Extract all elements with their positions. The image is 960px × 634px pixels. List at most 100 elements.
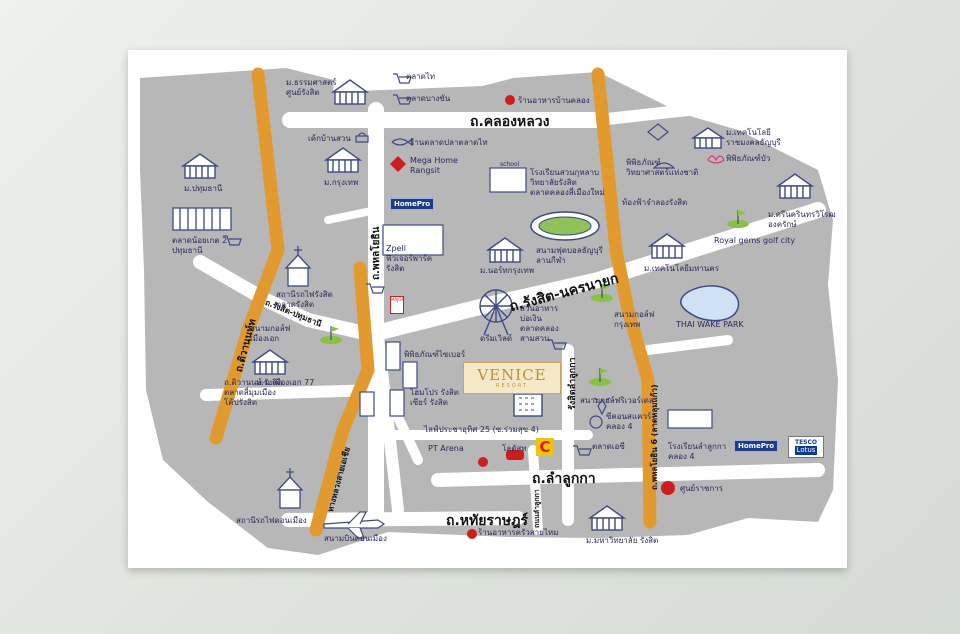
university-icon-rangsit <box>250 349 290 375</box>
place-label: ม.รังสิต <box>256 378 283 387</box>
church-icon-rangsit <box>284 246 312 287</box>
homepro-logo: HomePro <box>390 198 435 210</box>
museum-diamond-icon <box>647 123 669 141</box>
cart-icon-3 <box>223 235 242 246</box>
road-khlong-luang-ext <box>592 104 694 126</box>
university-icon-mahanakorn <box>647 233 687 259</box>
place-label: ร้านอาหารครัวสายไหม <box>478 528 559 537</box>
university-icon-rajamangala <box>690 127 726 149</box>
ferris-wheel-icon <box>479 289 513 336</box>
road-label-sukhaphiban: รังสิตลำลูกกา <box>568 357 578 410</box>
place-label: ตลาดน้อยเกต 2 ปทุมธานี <box>172 236 228 255</box>
university-icon-swu <box>775 173 815 199</box>
cart-icon-2 <box>393 94 412 105</box>
golf-icon-4 <box>727 210 749 228</box>
place-label: ไลฟ์ประชาอุทิศ 25 (ซ.ร่วมสุข 4) <box>424 425 539 434</box>
lake-shape <box>680 285 740 322</box>
place-label: สถานีรถไฟดอนเมือง <box>236 516 307 525</box>
tower-icon-d <box>389 389 405 417</box>
deer-icon <box>593 397 611 416</box>
cart-icon-4 <box>366 283 385 294</box>
road-hathairat <box>281 511 525 527</box>
place-label: สนามกอล์ฟ กรุงเทพ <box>614 310 655 329</box>
major-cineplex-logo: MAJOR <box>390 296 404 314</box>
place-label: ตลาดไท <box>406 72 436 81</box>
map-card: ถ.คลองหลวง ถ.รังสิต-นครนายก ถ.ลำลูกกา ถ.… <box>128 50 847 568</box>
place-label: สถานีรถไฟรังสิต ตลาดรังสิต <box>276 290 333 309</box>
road-rangsit-nakhonnayok <box>360 202 826 343</box>
tesco-lotus-logo: TESCO Lotus <box>788 436 824 458</box>
church-icon-donmueang <box>276 468 304 509</box>
road-right-link <box>643 335 733 355</box>
place-label: สนามบินดอนเมือง <box>324 534 387 543</box>
gov-pin-icon <box>661 481 675 495</box>
restaurant-pin-icon-1 <box>505 95 515 105</box>
golf-icons <box>320 210 749 386</box>
place-label: สวนอาหาร บ่อเงิน ตลาดคลอง สามสวน <box>520 304 559 343</box>
road-lam-luk-ka <box>431 463 825 487</box>
road-left-branch <box>370 314 404 516</box>
car-icon <box>506 450 524 460</box>
misc-icons <box>355 123 725 429</box>
tower-icon-c <box>359 391 375 417</box>
red-pin-icons <box>390 95 675 539</box>
place-label: ตลาดบางขัน <box>406 94 451 103</box>
place-label: ร้านอาหารบ้านคลอง <box>518 96 590 105</box>
stadium-icon <box>530 211 600 241</box>
place-label: ซีคอนสแควร์ คลอง 4 <box>606 412 652 431</box>
road-label-sub-vert: ถนนลำลูกกา <box>533 489 541 528</box>
place-label: ม.เทคโนโลยีมหานคร <box>644 264 719 273</box>
cake-icon <box>355 132 369 143</box>
airplane-icon <box>323 511 386 539</box>
place-label: เค้กบ้านสวน <box>308 134 351 143</box>
place-label: Mega Home Rangsit <box>410 156 458 175</box>
place-label: Zpell ฟิวเจอร์พาร์ค รังสิต <box>386 244 433 273</box>
place-label: โรงเรียนสวนกุหลาบ วิทยาลัยรังสิต ตลาดคลอ… <box>530 168 605 197</box>
road-label-phahonyothin: ถ.พหลโยธิน <box>371 226 382 280</box>
cart-icon-5 <box>573 445 592 456</box>
homepro-logo: HomePro <box>734 440 779 452</box>
place-label: ม.เทคโนโลยี ราชมงคลธัญบุรี <box>726 128 781 147</box>
place-label: สนามฟุตบอลธัญบุรี ลานกีฬา <box>536 246 603 265</box>
place-label: Royal gems golf city <box>714 236 796 245</box>
road-rangsit-pathum <box>193 255 380 342</box>
logo-title: VENICE <box>477 365 547 384</box>
place-label: THAI WAKE PARK <box>676 320 744 329</box>
place-label: สนามกอล์ฟริเวอร์เดล <box>580 396 654 405</box>
venice-resort-logo: VENICE RESORT <box>463 362 561 394</box>
road-upper-left <box>324 206 380 224</box>
tower-icon-zpell <box>382 224 444 256</box>
place-label: พิพิธภัณฑ์ วิทยาศาสตร์แห่งชาติ <box>626 158 699 177</box>
highway-middle <box>309 261 375 537</box>
place-label: ศูนย์ราชการ <box>680 484 724 493</box>
place-label: โรงเรียนลำลูกกา คลอง 4 <box>668 442 727 461</box>
road-label-hathairat: ถ.หทัยราษฎร์ <box>446 513 528 529</box>
market-building-icon <box>172 207 232 231</box>
big-c-logo: C <box>536 438 554 456</box>
place-label: พิพิธภัณฑ์ไซเบอร์ <box>404 350 466 359</box>
place-label: ม.มหาวิทยาลัย รังสิต <box>586 536 659 545</box>
place-label: ตลาดเอซี <box>592 442 625 451</box>
cart-icon-6 <box>548 339 567 350</box>
university-icon-thammasat <box>330 79 370 105</box>
road-sub-vert <box>528 445 543 535</box>
place-label: ม.ธรรมศาสตร์ ศูนย์รังสิต <box>286 78 337 97</box>
cart-icons <box>223 73 592 456</box>
place-label: ม.ปทุมธานี <box>184 184 223 193</box>
place-label: พิพิธภัณฑ์บัว <box>726 154 771 163</box>
road-label-khlong-luang: ถ.คลองหลวง <box>470 114 550 130</box>
tower-icon-b <box>402 361 418 389</box>
highway-network <box>209 67 657 537</box>
tower-icons <box>359 167 713 429</box>
map-canvas <box>140 67 838 555</box>
lotus-text: Lotus <box>794 446 818 455</box>
place-label: ดรีมเวิลด์ <box>480 334 513 343</box>
place-label: ถ.ติวานนท์-ม.เมืองเอก 77 ตลาดสี่มุมเมือง… <box>224 378 315 407</box>
university-icon-bottom-right <box>587 505 627 531</box>
place-label: PT Arena <box>428 444 464 453</box>
university-icon-ratchaphat <box>323 147 363 173</box>
place-label: สนามกอล์ฟ เมืองเอก <box>250 324 291 343</box>
golf-icon-3 <box>589 368 611 386</box>
university-icon-north-bangkok <box>485 237 525 263</box>
restaurant-pin-icon-2 <box>467 529 477 539</box>
